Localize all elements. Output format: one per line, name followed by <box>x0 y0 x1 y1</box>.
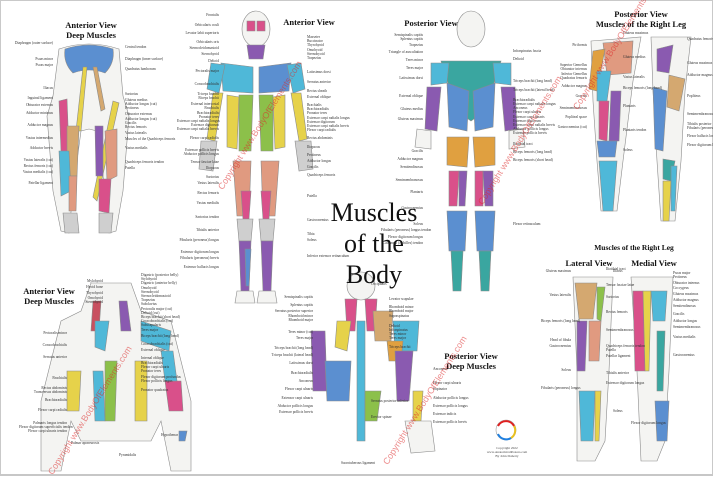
anterior-deep-torso-figure <box>40 282 192 472</box>
publisher-logo-icon <box>495 419 517 441</box>
label-pyramidalis: Pyramidalis <box>119 453 137 457</box>
label-serratus-posterior-inferior: Serratus posterior inferior <box>371 399 409 403</box>
posterior-view-figure <box>414 10 526 292</box>
panel-title-anterior-deep-legs: Anterior View Deep Muscles <box>65 20 117 40</box>
label-flexor-digitorum-longus-medial: Flexor digitorum longus <box>631 421 666 425</box>
label-iliacus: Iliacus <box>613 269 623 273</box>
posterior-right-leg-figure <box>588 36 692 222</box>
copyright-notice: Copyright 2022 www.AnatomicalPosters.com… <box>486 446 528 458</box>
panel-subtitle-lateral-view: Lateral View <box>565 258 613 268</box>
panel-title-posterior-view: Posterior View <box>404 18 458 28</box>
label-palmar-aponeurosis: Palmar aponeurosis <box>71 441 100 445</box>
anterior-deep-legs-figure <box>46 43 130 234</box>
right-leg-lateral-medial-figure <box>572 276 674 462</box>
panel-title-anterior-view: Anterior View <box>283 17 335 27</box>
panel-title-right-leg: Muscles of the Right Leg <box>594 243 674 252</box>
label-erector-spinae: Erector spinae <box>371 415 392 419</box>
label-occipitalis: Occipitalis <box>371 282 387 286</box>
panel-title-posterior-right-leg: Posterior View Muscles of the Right Leg <box>595 9 687 29</box>
anterior-view-figure <box>198 10 314 304</box>
label-soleus-medial: Soleus <box>613 409 623 413</box>
panel-title-anterior-deep-torso: Anterior View Deep Muscles <box>23 286 75 306</box>
poster-main-title: Muscles of the Body <box>330 198 418 289</box>
posterior-deep-figure <box>310 271 436 454</box>
panel-subtitle-medial-view: Medial View <box>631 258 677 268</box>
panel-title-posterior-deep: Posterior View Deep Muscles <box>444 351 498 371</box>
label-sacrotuberous-ligament: Sacrotuberous ligament <box>341 461 376 465</box>
label-hypothenar: Hypothenar <box>161 433 178 437</box>
bottom-border <box>0 474 713 476</box>
